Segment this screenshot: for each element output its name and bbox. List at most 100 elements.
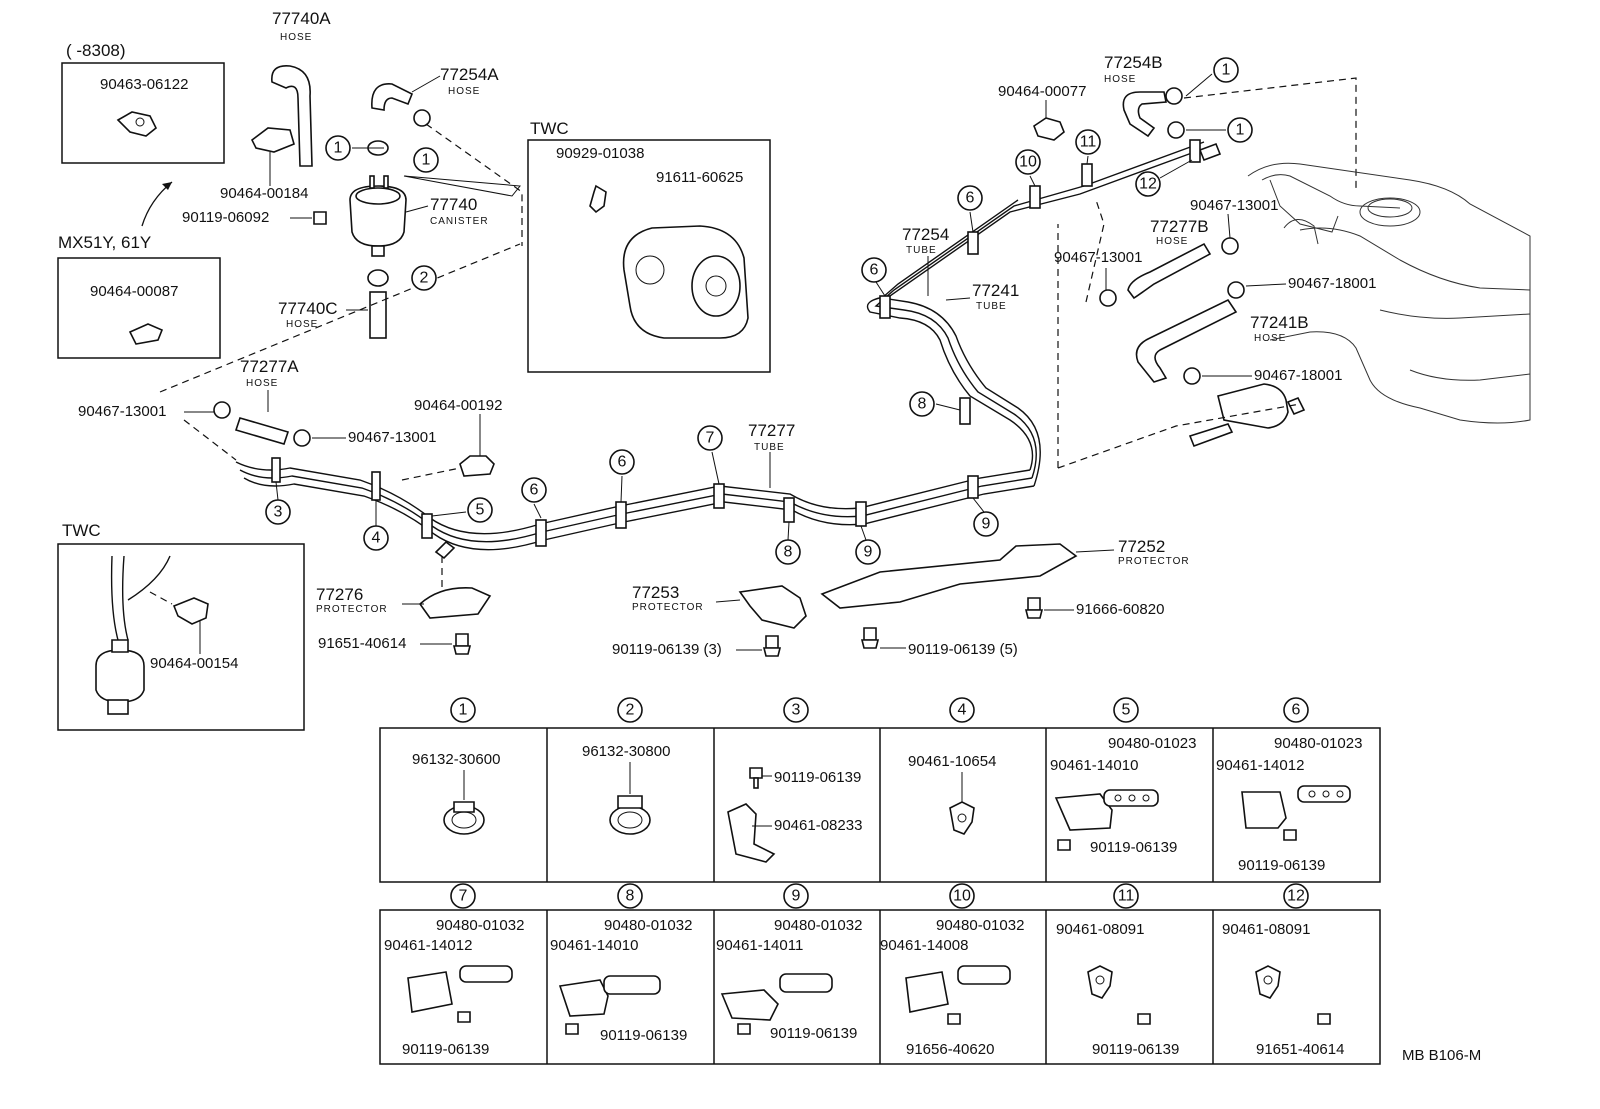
svg-text:6: 6 [618, 454, 627, 471]
protector-label: PROTECTOR [1118, 556, 1190, 567]
protector-77253-icon [738, 585, 807, 629]
hose-clamp-icon [443, 770, 485, 835]
svg-text:8: 8 [784, 544, 793, 561]
svg-text:5: 5 [1122, 702, 1131, 719]
svg-text:1: 1 [422, 152, 431, 169]
bolt-icon [863, 627, 877, 641]
svg-text:6: 6 [530, 482, 539, 499]
reference-circles: 1 1 2 3 4 5 6 6 7 8 9 9 8 6 6 10 11 12 1… [265, 57, 1253, 565]
dashed-guide [159, 243, 521, 393]
protector-label: PROTECTOR [632, 602, 704, 613]
svg-text:12: 12 [1287, 888, 1305, 905]
hose-77740C-icon [369, 291, 387, 339]
clamp-block-icon [1241, 785, 1351, 841]
svg-text:11: 11 [1080, 134, 1097, 151]
hose-77254B-icon [1122, 91, 1167, 138]
hose-77254A-icon [371, 83, 414, 111]
hose-77740A-icon [271, 65, 313, 167]
clamp-block-icon [720, 973, 833, 1035]
svg-text:1: 1 [1222, 62, 1231, 79]
dashed-guide [149, 591, 173, 605]
svg-text:10: 10 [1019, 154, 1037, 171]
part-label-77277B: 77277B [1150, 217, 1209, 236]
date-range-label: ( -8308) [66, 41, 126, 60]
hose-77277B-icon [1127, 242, 1212, 300]
hose-clamp-icon [609, 762, 651, 835]
part-label-90119-06139-5: 90119-06139 (5) [908, 641, 1018, 658]
svg-text:9: 9 [982, 516, 991, 533]
diagram-code-label: MB B106-M [1402, 1047, 1481, 1064]
part-label-90119-06092: 90119-06092 [182, 209, 269, 226]
part-label-90467-13001: 90467-13001 [78, 403, 166, 420]
clip-icon [949, 801, 975, 835]
svg-text:2: 2 [420, 270, 429, 287]
model-note-label: MX51Y, 61Y [58, 233, 151, 252]
bolt-icon [765, 635, 779, 649]
bracket-icon [589, 184, 607, 214]
hose-77241B-icon [1135, 298, 1238, 383]
parts-table [379, 727, 1381, 1065]
clip-icon [1099, 289, 1117, 307]
table-part-label: 90119-06139 [1092, 1041, 1179, 1058]
part-label-91651-40614: 91651-40614 [318, 635, 406, 652]
clip-icon [1087, 965, 1113, 999]
dashed-guide [1057, 403, 1301, 469]
svg-text:6: 6 [966, 190, 975, 207]
hose-label: HOSE [1156, 236, 1188, 247]
fuel-tank-icon [1247, 162, 1531, 424]
table-part-label: 90480-01032 [774, 917, 862, 934]
table-part-label: 90461-14012 [384, 937, 472, 954]
svg-text:4: 4 [958, 702, 967, 719]
clip-icon [213, 401, 231, 419]
tube-bundle-icon [235, 141, 1205, 551]
table-part-label: 90480-01032 [604, 917, 692, 934]
part-label-77241: 77241 [972, 281, 1019, 300]
part-label-77740: 77740 [430, 195, 477, 214]
svg-text:6: 6 [870, 262, 879, 279]
table-header-circles: 1 2 3 4 5 6 7 8 9 10 11 12 [450, 697, 1309, 909]
table-part-label: 90461-08233 [774, 817, 862, 834]
part-label-90119-06139-3: 90119-06139 (3) [612, 641, 722, 658]
vacuum-switch-icon [95, 555, 171, 715]
part-label-90467-18001: 90467-18001 [1254, 367, 1342, 384]
table-part-label: 90119-06139 [402, 1041, 489, 1058]
clamp-icon [116, 111, 158, 137]
protector-77276-icon [418, 587, 492, 619]
twc-label: TWC [530, 119, 569, 138]
tube-label: TUBE [976, 301, 1007, 312]
dashed-guide [425, 123, 523, 206]
hose-label: HOSE [448, 86, 480, 97]
part-label-77277A: 77277A [240, 357, 299, 376]
clip-icon [367, 269, 389, 287]
table-part-label: 90119-06139 [1090, 839, 1177, 856]
part-label-77254A: 77254A [440, 65, 499, 84]
svg-text:11: 11 [1118, 888, 1135, 905]
tube-clamp-marks [271, 139, 1201, 547]
tube-label: TUBE [906, 245, 937, 256]
fuel-filter-icon [1188, 383, 1306, 448]
fitting-icon [1198, 142, 1222, 162]
canister-icon [349, 175, 407, 257]
part-label-90464-00077: 90464-00077 [998, 83, 1086, 100]
svg-text:3: 3 [274, 504, 283, 521]
clip-icon [1255, 965, 1281, 999]
clip-icon [1165, 87, 1183, 105]
leader-lines [275, 147, 1193, 541]
table-part-label: 90461-10654 [908, 753, 996, 770]
bolt-icon [762, 647, 782, 657]
svg-text:8: 8 [626, 888, 635, 905]
clamp-block-icon [1054, 789, 1159, 851]
part-label-90464-00154: 90464-00154 [150, 655, 238, 672]
svg-text:5: 5 [476, 502, 485, 519]
table-part-label: 91656-40620 [906, 1041, 994, 1058]
clamp-icon [128, 323, 164, 345]
part-label-90929-01038: 90929-01038 [556, 145, 644, 162]
clip-icon [293, 429, 311, 447]
svg-text:3: 3 [792, 702, 801, 719]
bolt-icon [749, 767, 763, 789]
svg-text:1: 1 [459, 702, 468, 719]
bracket-icon [172, 597, 209, 625]
table-part-label: 90119-06139 [770, 1025, 857, 1042]
